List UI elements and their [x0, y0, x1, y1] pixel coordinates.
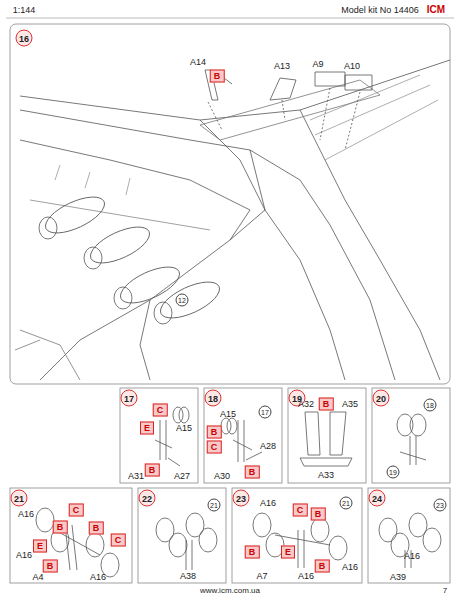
paint-code: C — [69, 504, 84, 517]
web-address: www.icm.com.ua — [200, 587, 260, 595]
paint-code: B — [245, 546, 260, 559]
node-text: 19 — [389, 469, 397, 476]
step-number: 22 — [139, 490, 156, 507]
brand-logo: ICM — [427, 5, 445, 15]
node-text: 17 — [124, 393, 134, 403]
paint-code: B — [53, 521, 68, 534]
part-number: A39 — [390, 573, 406, 582]
paint-code: E — [33, 540, 47, 553]
node-text: 21 — [342, 500, 350, 507]
node-text: B — [323, 399, 330, 409]
node-text: 23 — [236, 493, 246, 503]
node-text: 22 — [142, 493, 152, 503]
step-number: 24 — [369, 490, 386, 507]
part-number: A15 — [220, 410, 236, 419]
node-text: B — [211, 427, 218, 437]
paint-code: B — [319, 398, 334, 411]
node-text: 24 — [372, 493, 382, 503]
reference-step: 23 — [434, 499, 447, 512]
paint-code: B — [315, 560, 330, 573]
paint-code: E — [281, 546, 295, 559]
paint-code: E — [140, 422, 154, 435]
reference-step: 12 — [176, 294, 189, 307]
node-text: 21 — [14, 493, 24, 503]
node-text: B — [214, 71, 221, 81]
scale-text: 1:144 — [13, 6, 36, 15]
node-text: B — [93, 523, 100, 533]
node-text: 18 — [208, 393, 218, 403]
node-text: C — [211, 442, 218, 452]
step-number: 23 — [233, 490, 250, 507]
part-number: A28 — [260, 442, 276, 451]
node-text: E — [285, 547, 291, 557]
paint-code: B — [210, 70, 225, 83]
node-text: 12 — [178, 297, 186, 304]
part-number: A16 — [404, 552, 420, 561]
reference-step: 17 — [259, 406, 272, 419]
node-text: C — [157, 405, 164, 415]
part-number: A7 — [256, 572, 267, 581]
node-text: B — [319, 561, 326, 571]
part-number: A16 — [18, 510, 34, 519]
node-text: B — [315, 509, 322, 519]
part-number: A27 — [174, 472, 190, 481]
reference-step: 21 — [208, 499, 221, 512]
node-text: B — [249, 467, 256, 477]
kit-number: Model kit No 14406 — [341, 6, 419, 15]
paint-code: B — [245, 466, 260, 479]
part-number: A16 — [260, 499, 276, 508]
node-text: 16 — [19, 33, 29, 43]
part-number: A10 — [344, 62, 360, 71]
node-text: C — [115, 535, 122, 545]
node-text: 21 — [210, 502, 218, 509]
reference-step: 19 — [387, 466, 400, 479]
paint-code: C — [153, 404, 168, 417]
paint-code: C — [207, 441, 222, 454]
part-number: A16 — [16, 551, 32, 560]
part-number: A16 — [342, 563, 358, 572]
node-text: 23 — [436, 502, 444, 509]
part-number: A16 — [90, 573, 106, 582]
node-text: 18 — [426, 402, 434, 409]
paint-code: B — [207, 426, 222, 439]
step-number: 18 — [205, 390, 222, 407]
node-text: E — [144, 423, 150, 433]
part-number: A30 — [214, 472, 230, 481]
part-number: A16 — [298, 572, 314, 581]
step-number: 16 — [16, 30, 33, 47]
reference-step: 18 — [424, 399, 437, 412]
paint-code: C — [293, 504, 308, 517]
paint-code: B — [89, 522, 104, 535]
paint-code: B — [145, 464, 160, 477]
part-number: A31 — [128, 472, 144, 481]
step-number: 17 — [121, 390, 138, 407]
node-text: 20 — [376, 393, 386, 403]
part-number: A15 — [176, 424, 192, 433]
node-text: C — [73, 505, 80, 515]
part-number: A32 — [298, 400, 314, 409]
step-number: 21 — [11, 490, 28, 507]
part-number: A35 — [342, 400, 358, 409]
node-text: C — [297, 505, 304, 515]
page-number: 7 — [443, 587, 447, 595]
paint-code: C — [111, 534, 126, 547]
part-number: A14 — [190, 58, 206, 67]
part-number: A33 — [318, 471, 334, 480]
part-number: A9 — [312, 60, 323, 69]
part-number: A38 — [180, 572, 196, 581]
node-text: B — [249, 547, 256, 557]
part-number: A13 — [274, 62, 290, 71]
node-text: B — [57, 522, 64, 532]
paint-code: B — [43, 560, 58, 573]
part-number: A4 — [32, 573, 43, 582]
node-text: B — [149, 465, 156, 475]
node-text: E — [37, 541, 43, 551]
step-number: 20 — [373, 390, 390, 407]
reference-step: 21 — [340, 497, 353, 510]
node-text: B — [47, 561, 54, 571]
node-text: 17 — [261, 409, 269, 416]
paint-code: B — [311, 508, 326, 521]
